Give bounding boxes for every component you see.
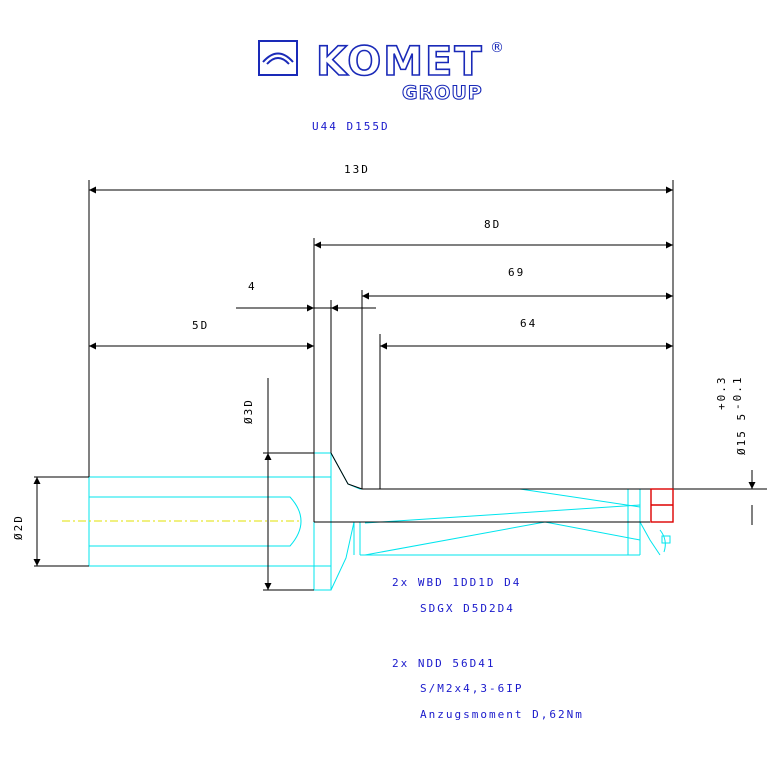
logo-registered-mark: ® (490, 40, 504, 56)
dim-shank-length: 5D (192, 319, 209, 332)
dimension-arrows (33, 186, 756, 590)
note-insert-line1: 2x WBD 1DD1D D4 (392, 576, 521, 589)
dim-tolerance-upper: +0.3 (715, 376, 728, 411)
note-insert-line2: SDGX D5D2D4 (420, 602, 515, 615)
logo-group-label: GROUP (402, 82, 483, 104)
note-screw-line1: 2x NDD 56D41 (392, 657, 495, 670)
dim-cutting-diameter: Ø15 5 (735, 412, 748, 455)
logo-wordmark: KOMET (316, 39, 484, 85)
dim-collar-diameter: Ø3D (242, 398, 255, 424)
dim-tolerance-lower: -0.1 (731, 376, 744, 411)
logo-mark-icon (258, 40, 298, 76)
dimension-geometry (34, 180, 767, 591)
note-screw-line3: Anzugsmoment D,62Nm (420, 708, 584, 721)
dim-overall-length: 13D (344, 163, 370, 176)
cutting-insert (650, 488, 674, 523)
dim-body-length: 8D (484, 218, 501, 231)
dim-shank-diameter: Ø2D (12, 514, 25, 540)
dim-collar-width: 4 (248, 280, 257, 293)
article-code: U44 D155D (312, 120, 390, 133)
dim-length-69: 69 (508, 266, 525, 279)
dim-length-64: 64 (520, 317, 537, 330)
note-screw-line2: S/M2x4,3-6IP (420, 682, 523, 695)
komet-logo: KOMET ® GROUP (258, 38, 504, 105)
